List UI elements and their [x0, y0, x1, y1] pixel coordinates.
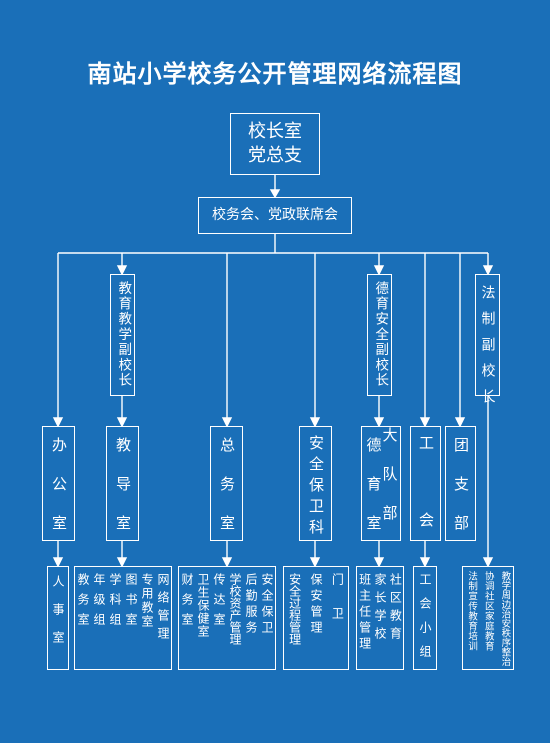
party-branch-label: 党总支 [248, 145, 302, 166]
dept-brigade-label: 大队部 [380, 427, 399, 544]
subunit-group-safety: 安全过程管理 保安管理 门卫 [283, 566, 349, 670]
dept-moral-box: 德育室 大队部 [361, 426, 401, 554]
subunit-label: 学校资产管理 [228, 573, 242, 645]
subunit-group-office: 人事室 [47, 566, 69, 670]
dept-union-label: 工会 [417, 435, 435, 589]
principal-office-box: 校长室 党总支 [230, 113, 320, 175]
subunit-label: 图书室 [124, 573, 138, 633]
vice-principal-legal-label: 法制副校长 [479, 285, 496, 415]
dept-teaching-box: 教导室 [106, 426, 139, 554]
vice-principal-moral-box: 德育安全副校长 [367, 274, 392, 396]
subunit-group-general: 财务室 卫生保健室 传达室 学校资产管理 后勤服务 安全保卫 [178, 566, 276, 670]
council-label: 校务会、党政联席会 [212, 207, 338, 223]
subunit-label: 班主任管理 [357, 573, 372, 653]
subunit-label: 网络管理 [156, 573, 170, 645]
subunit-label: 保安管理 [308, 573, 323, 637]
dept-league-box: 团支部 [445, 426, 476, 554]
dept-office-label: 办公室 [50, 437, 68, 554]
subunit-label: 法制宣传教育培训 [466, 571, 478, 651]
subunit-label: 传达室 [212, 573, 226, 633]
subunit-label: 人事室 [51, 575, 65, 659]
dept-moral-label: 德育室 [364, 437, 383, 554]
subunit-label: 学科组 [108, 573, 122, 633]
dept-general-box: 总务室 [210, 426, 243, 554]
subunit-label: 工会小组 [418, 573, 432, 669]
subunit-group-legal: 法制宣传教育培训 协调社区家庭教育 教学周边治安秩序整治 [462, 566, 514, 670]
subunit-group-teaching: 教务室 年级组 学科组 图书室 专用教室 网络管理 [74, 566, 172, 670]
subunit-group-moral: 班主任管理 家长学校 社区教育 [356, 566, 404, 670]
subunit-label: 社区教育 [388, 573, 403, 645]
vice-principal-moral-label: 德育安全副校长 [372, 281, 389, 389]
subunit-label: 财务室 [180, 573, 194, 633]
subunit-group-union: 工会小组 [413, 566, 437, 670]
chart-title: 南站小学校务公开管理网络流程图 [87, 60, 463, 88]
council-box: 校务会、党政联席会 [198, 197, 352, 234]
vice-principal-edu-box: 教育教学副校长 [110, 274, 135, 396]
dept-general-label: 总务室 [218, 437, 236, 554]
subunit-label: 门卫 [330, 573, 345, 641]
arrow-head [269, 189, 281, 199]
subunit-label: 后勤服务 [244, 573, 258, 637]
dept-safety-box: 安全保卫科 [299, 426, 332, 541]
dept-teaching-label: 教导室 [114, 437, 132, 554]
dept-office-box: 办公室 [42, 426, 75, 554]
subunit-label: 安全保卫 [260, 573, 274, 637]
subunit-label: 教务室 [76, 573, 90, 633]
dept-union-box: 工会 [410, 426, 441, 589]
subunit-label: 家长学校 [372, 573, 387, 645]
subunit-label: 安全过程管理 [287, 573, 302, 645]
subunit-label: 协调社区家庭教育 [482, 571, 494, 651]
dept-safety-label: 安全保卫科 [307, 435, 325, 540]
subunit-label: 年级组 [92, 573, 106, 633]
vice-principal-edu-label: 教育教学副校长 [115, 281, 132, 389]
subunit-label: 专用教室 [140, 573, 154, 629]
dept-league-label: 团支部 [452, 437, 470, 554]
subunit-label: 卫生保健室 [196, 573, 210, 638]
vice-principal-legal-box: 法制副校长 [475, 274, 500, 415]
principal-office-label: 校长室 [248, 121, 302, 142]
subunit-label: 教学周边治安秩序整治 [499, 571, 511, 666]
